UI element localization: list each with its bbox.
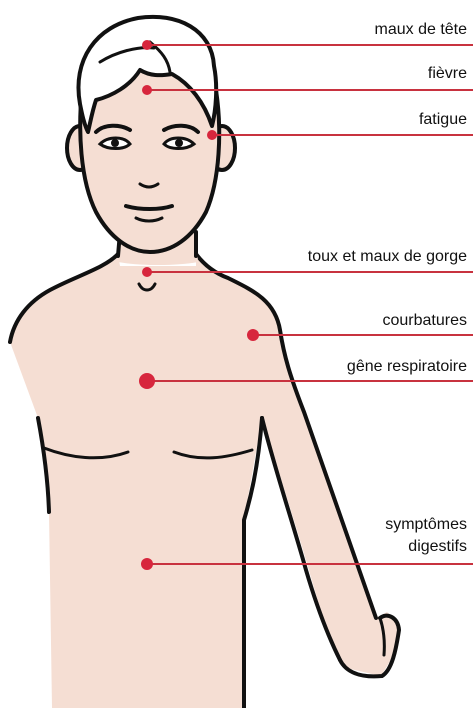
torso (10, 254, 399, 708)
left-pupil (111, 139, 119, 147)
label-fever: fièvre (428, 64, 467, 84)
marker-digestive (141, 558, 153, 570)
label-digestive-line-2: digestifs (408, 536, 467, 558)
label-digestive-line-1: symptômes (385, 514, 467, 536)
right-pupil (175, 139, 183, 147)
label-body-aches: courbatures (383, 311, 468, 331)
marker-fever (142, 85, 152, 95)
label-cough-sore-throat: toux et maux de gorge (308, 247, 467, 267)
marker-aches (247, 329, 259, 341)
label-breathing-difficulty: gêne respiratoire (347, 357, 467, 377)
marker-fatigue (207, 130, 217, 140)
label-fatigue: fatigue (419, 110, 467, 130)
label-headache: maux de tête (375, 20, 468, 40)
marker-headache (142, 40, 152, 50)
marker-breathing (139, 373, 155, 389)
marker-throat (142, 267, 152, 277)
